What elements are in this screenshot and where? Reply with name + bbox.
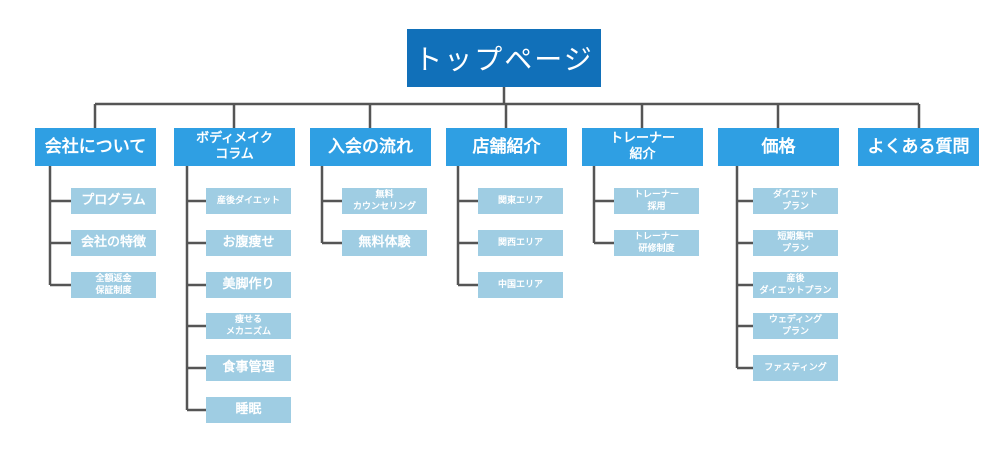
item-wedding-plan[interactable]: ウェディング プラン xyxy=(753,313,838,339)
item-trainer-training[interactable]: トレーナー 研修制度 xyxy=(614,230,699,256)
category-company[interactable]: 会社について xyxy=(35,128,156,166)
category-trainers[interactable]: トレーナー 紹介 xyxy=(582,128,703,166)
item-refund-guarantee[interactable]: 全額返金 保証制度 xyxy=(71,272,156,298)
category-price[interactable]: 価格 xyxy=(718,128,839,166)
item-postpartum-diet-plan[interactable]: 産後 ダイエットプラン xyxy=(753,272,838,298)
item-company-features[interactable]: 会社の特徴 xyxy=(71,230,156,256)
category-join-flow[interactable]: 入会の流れ xyxy=(310,128,431,166)
item-slimming-mechanism[interactable]: 痩せる メカニズム xyxy=(206,313,291,339)
item-intensive-plan[interactable]: 短期集中 プラン xyxy=(753,230,838,256)
item-diet-management[interactable]: 食事管理 xyxy=(206,355,291,381)
category-faq[interactable]: よくある質問 xyxy=(858,128,979,166)
item-free-trial[interactable]: 無料体験 xyxy=(342,230,427,256)
root-node-top-page[interactable]: トップページ xyxy=(407,29,601,87)
item-belly-slimming[interactable]: お腹痩せ xyxy=(206,230,291,256)
item-fasting[interactable]: ファスティング xyxy=(753,355,838,381)
item-diet-plan[interactable]: ダイエット プラン xyxy=(753,188,838,214)
item-free-counseling[interactable]: 無料 カウンセリング xyxy=(342,188,427,214)
item-kanto-area[interactable]: 関東エリア xyxy=(478,188,563,214)
item-chugoku-area[interactable]: 中国エリア xyxy=(478,272,563,298)
item-trainer-recruitment[interactable]: トレーナー 採用 xyxy=(614,188,699,214)
item-leg-shaping[interactable]: 美脚作り xyxy=(206,272,291,298)
item-kansai-area[interactable]: 関西エリア xyxy=(478,230,563,256)
item-program[interactable]: プログラム xyxy=(71,188,156,214)
category-stores[interactable]: 店舗紹介 xyxy=(446,128,567,166)
item-sleep[interactable]: 睡眠 xyxy=(206,397,291,423)
item-postpartum-diet[interactable]: 産後ダイエット xyxy=(206,188,291,214)
category-bodymake-column[interactable]: ボディメイク コラム xyxy=(174,128,295,166)
